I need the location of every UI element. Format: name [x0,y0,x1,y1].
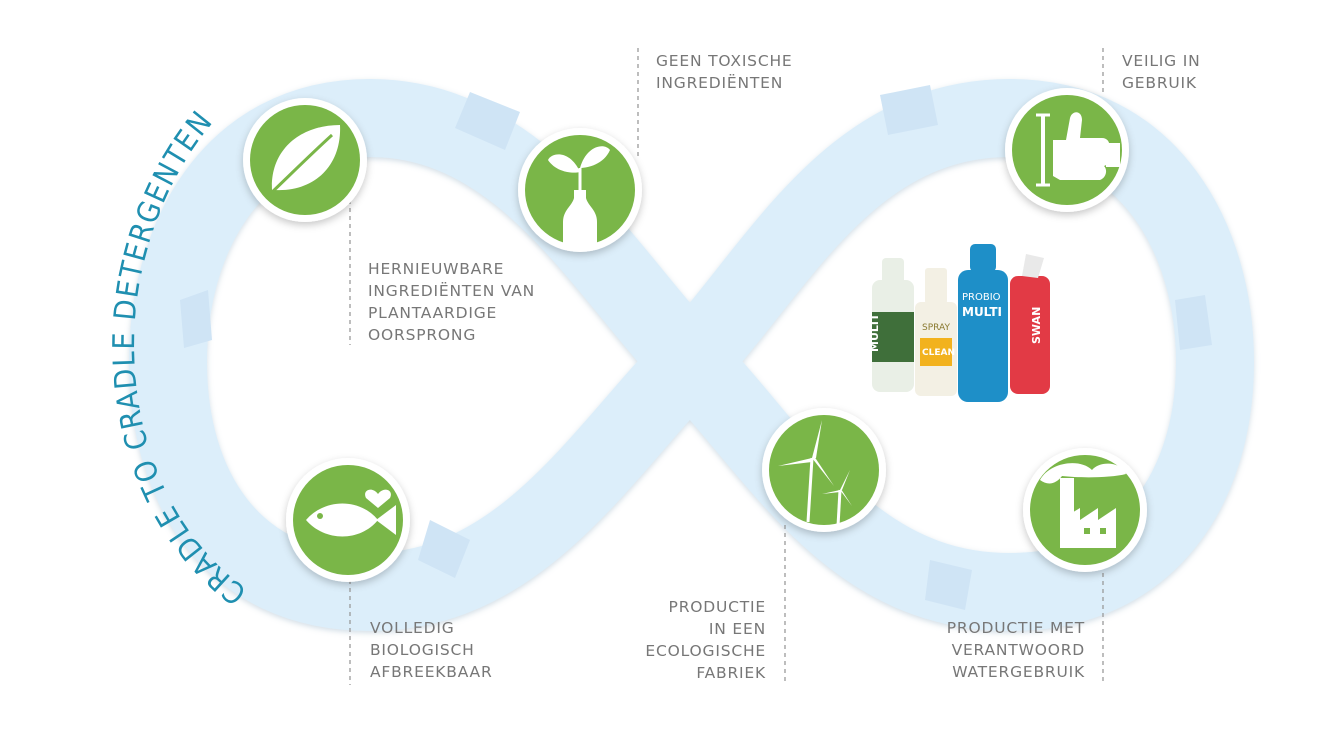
green-factory-icon [1030,455,1140,565]
label-line: INGREDIËNTEN VAN [368,282,536,300]
label-water-use: PRODUCTIE MET VERANTWOORD WATERGEBRUIK [947,617,1085,683]
fish-heart-icon [293,465,403,575]
label-eco-factory: PRODUCTIE IN EEN ECOLOGISCHE FABRIEK [645,596,766,684]
product-brand-3: PROBIO [962,292,1001,303]
product-bottles: MULTI SPRAY CLEAN PROBIO MULTI SWAN [868,244,1050,402]
product-brand-2: SPRAY [922,323,950,333]
product-name-1: MULTI [868,315,881,352]
label-line: OORSPRONG [368,326,477,344]
sprouting-bottle-icon [525,135,635,245]
product-bottle-spray-clean: SPRAY CLEAN [915,268,957,396]
label-renewable-ingredients: HERNIEUWBARE INGREDIËNTEN VAN PLANTAARDI… [368,258,535,346]
label-biodegradable: VOLLEDIG BIOLOGISCH AFBREEKBAAR [370,617,493,683]
label-line: VEILIG IN [1122,52,1201,70]
leaf-icon [250,105,360,215]
label-line: HERNIEUWBARE [368,260,505,278]
label-line: VERANTWOORD [951,641,1085,659]
label-safe-use: VEILIG IN GEBRUIK [1122,50,1200,94]
product-bottle-synbio-swan: SWAN [1010,254,1050,394]
label-line: ECOLOGISCHE [645,642,766,660]
product-name-2: CLEAN [922,348,955,358]
product-name-3: MULTI [962,305,1002,319]
label-line: IN EEN [708,620,766,638]
label-line: WATERGEBRUIK [952,663,1085,681]
label-line: GEBRUIK [1122,74,1197,92]
label-line: FABRIEK [696,664,766,682]
thumbs-up-icon [1012,95,1122,205]
loop-arrow-segments [180,85,1212,610]
page-title: CRADLE TO CRADLE DETERGENTEN [107,104,253,611]
product-name-4: SWAN [1030,307,1043,344]
label-line: BIOLOGISCH [370,641,475,659]
label-line: INGREDIËNTEN [656,74,784,92]
product-bottle-synbio-multi: MULTI [868,258,914,392]
label-line: PRODUCTIE [668,598,766,616]
label-line: PRODUCTIE MET [946,619,1085,637]
page-title-text: CRADLE TO CRADLE DETERGENTEN [107,104,251,611]
wind-turbine-icon [769,415,879,527]
label-line: GEEN TOXISCHE [656,52,793,70]
product-bottle-probio-multi: PROBIO MULTI [958,244,1008,402]
label-line: AFBREEKBAAR [370,663,493,681]
dashed-connectors [349,48,1104,685]
label-non-toxic: GEEN TOXISCHE INGREDIËNTEN [656,50,793,94]
label-line: VOLLEDIG [370,619,455,637]
label-line: PLANTAARDIGE [368,304,498,322]
